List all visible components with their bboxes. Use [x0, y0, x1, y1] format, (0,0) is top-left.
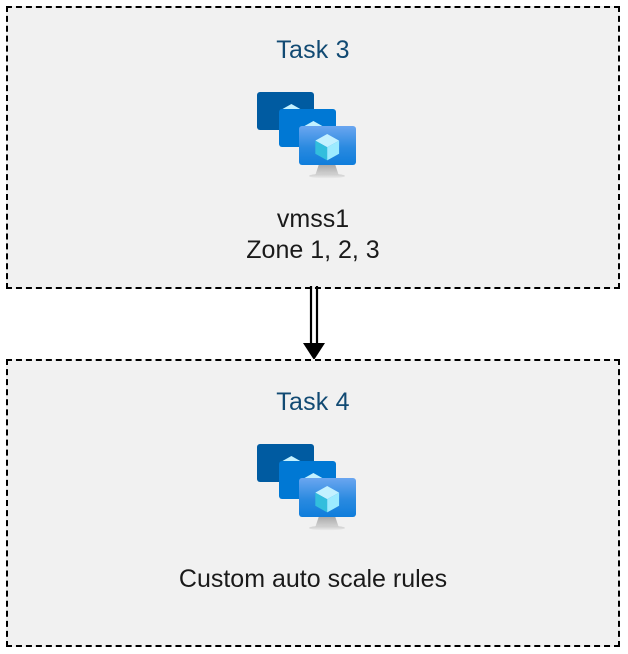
virtual-machine-scale-set-icon — [257, 92, 356, 179]
task-4-caption: Custom auto scale rules — [179, 564, 447, 595]
task-3-caption-line-2: Zone 1, 2, 3 — [246, 236, 380, 264]
task-3-caption-line-1: vmss1 — [276, 205, 350, 233]
vmss-monitor-front — [299, 126, 356, 165]
task-4-title: Task 4 — [276, 388, 350, 416]
vmss-monitor-stand — [309, 164, 345, 179]
vmss-monitor-front — [299, 478, 356, 517]
connector-arrowhead-icon — [303, 343, 325, 360]
connector-task3-to-task4 — [303, 286, 325, 360]
task-box-task-3[interactable]: Task 3 — [6, 6, 620, 289]
virtual-machine-scale-set-icon — [257, 444, 356, 531]
task-3-caption: vmss1 Zone 1, 2, 3 — [246, 204, 379, 266]
task-4-caption-line-1: Custom auto scale rules — [178, 565, 448, 593]
task-3-title: Task 3 — [276, 36, 350, 64]
vmss-monitor-stand — [309, 516, 345, 531]
task-box-task-4[interactable]: Task 4 — [6, 359, 620, 647]
